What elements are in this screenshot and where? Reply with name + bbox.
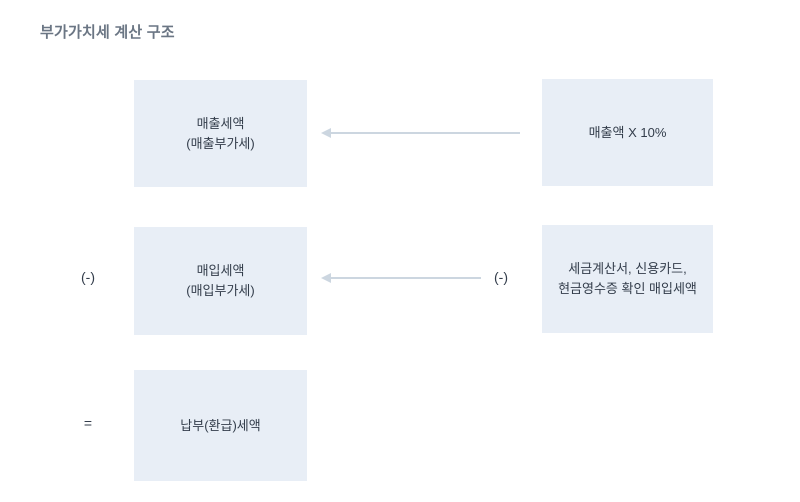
arrow-row2-minus-label: (-) xyxy=(494,269,508,285)
box-sales-formula-line1: 매출액 X 10% xyxy=(588,124,667,140)
box-sales-tax: 매출세액 (매출부가세) xyxy=(134,80,307,187)
box-sales-tax-line2: (매출부가세) xyxy=(186,135,255,151)
box-payable-refund-tax: 납부(환급)세액 xyxy=(134,370,307,481)
operator-minus-left: (-) xyxy=(81,269,95,285)
arrow-row1-line xyxy=(330,132,520,134)
arrow-row2-left-arrowhead-icon xyxy=(321,273,331,283)
arrow-row1-left-arrowhead-icon xyxy=(321,128,331,138)
operator-equals: = xyxy=(83,415,93,431)
box-payable-refund-tax-line1: 납부(환급)세액 xyxy=(180,417,261,433)
box-purchase-source: 세금계산서, 신용카드, 현금영수증 확인 매입세액 xyxy=(542,225,713,333)
box-purchase-source-line2: 현금영수증 확인 매입세액 xyxy=(558,281,697,296)
box-purchase-source-line1: 세금계산서, 신용카드, xyxy=(568,261,687,276)
box-sales-formula: 매출액 X 10% xyxy=(542,79,713,186)
page-title: 부가가치세 계산 구조 xyxy=(40,24,175,41)
arrow-row2-line xyxy=(330,277,481,279)
box-purchase-tax-line1: 매입세액 xyxy=(196,263,245,278)
box-sales-tax-line1: 매출세액 xyxy=(196,115,245,131)
box-purchase-tax-line2: (매입부가세) xyxy=(186,283,255,298)
box-purchase-tax: 매입세액 (매입부가세) xyxy=(134,227,307,335)
